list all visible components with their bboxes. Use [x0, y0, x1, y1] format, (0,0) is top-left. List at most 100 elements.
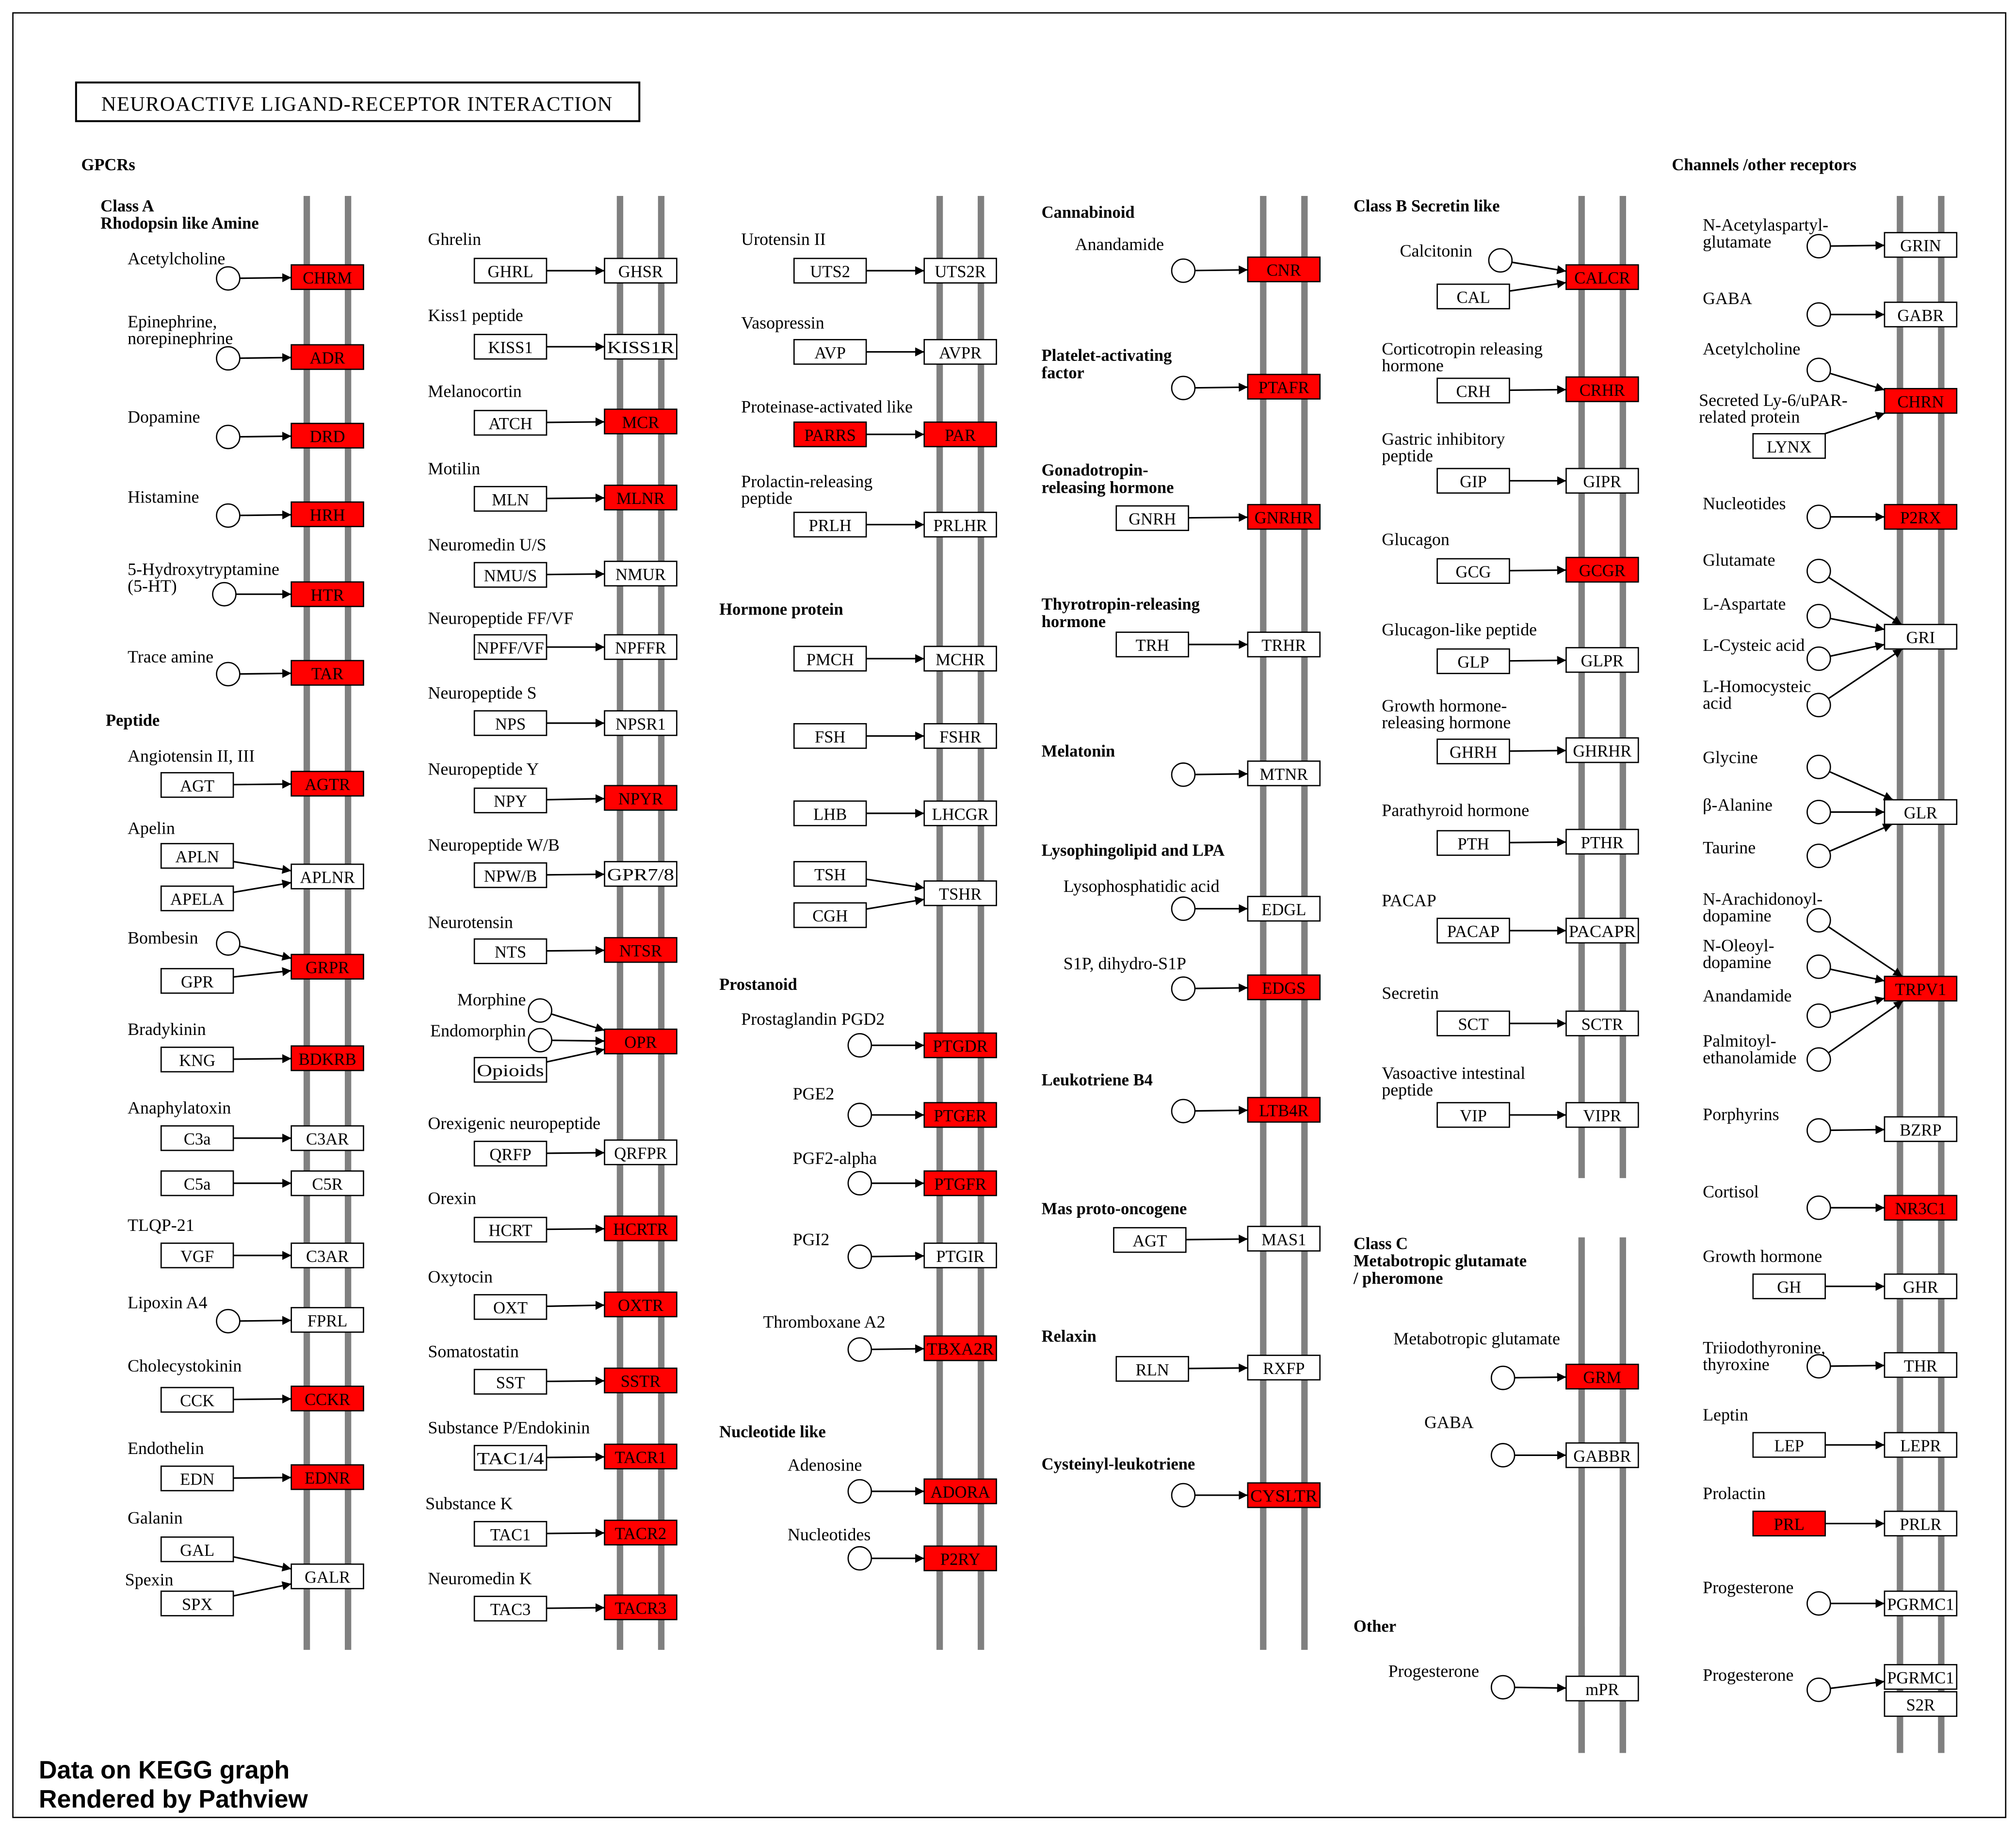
node-gpr[interactable]: GPR — [160, 968, 234, 994]
compound-circle-cor[interactable] — [1806, 1195, 1831, 1220]
node-avp[interactable]: AVP — [793, 339, 867, 365]
node-npffvf[interactable]: NPFF/VF — [473, 634, 548, 660]
node-glpr[interactable]: GLPR — [1565, 647, 1639, 673]
node-tac14[interactable]: TAC1/4 — [473, 1445, 548, 1471]
compound-circle-tra[interactable] — [216, 662, 241, 687]
node-chrn[interactable]: CHRN — [1884, 388, 1958, 414]
node-sstr[interactable]: SSTR — [604, 1367, 677, 1393]
node-tshr[interactable]: TSHR — [923, 880, 997, 906]
node-p2rx[interactable]: P2RX — [1884, 504, 1958, 530]
compound-circle-gaba5[interactable] — [1490, 1443, 1516, 1468]
node-cal[interactable]: CAL — [1436, 283, 1510, 309]
node-oxtr[interactable]: OXTR — [604, 1292, 677, 1318]
node-atch[interactable]: ATCH — [473, 410, 548, 436]
compound-circle-asp[interactable] — [1806, 604, 1831, 629]
node-prlr[interactable]: PRLR — [1884, 1510, 1958, 1536]
node-ghr[interactable]: GHR — [1884, 1273, 1958, 1299]
node-mlnr[interactable]: MLNR — [604, 485, 677, 511]
compound-circle-gly[interactable] — [1806, 755, 1831, 779]
node-vgf[interactable]: VGF — [160, 1243, 234, 1269]
node-mas1[interactable]: MAS1 — [1247, 1226, 1321, 1252]
node-fshr[interactable]: FSHR — [923, 723, 997, 749]
node-ntsr[interactable]: NTSR — [604, 937, 677, 963]
node-tacr3[interactable]: TACR3 — [604, 1594, 677, 1620]
node-gh[interactable]: GH — [1752, 1273, 1826, 1299]
node-mtnr[interactable]: MTNR — [1247, 760, 1321, 787]
node-tac3[interactable]: TAC3 — [473, 1596, 548, 1622]
node-glp[interactable]: GLP — [1436, 648, 1510, 674]
node-kiss1[interactable]: KISS1 — [473, 334, 548, 360]
node-cysltr[interactable]: CYSLTR — [1247, 1482, 1321, 1508]
node-ptger[interactable]: PTGER — [923, 1102, 997, 1128]
node-kng[interactable]: KNG — [160, 1047, 234, 1073]
compound-circle-tbx[interactable] — [847, 1337, 872, 1362]
node-pacapr[interactable]: PACAPR — [1565, 918, 1639, 944]
node-ltb4r[interactable]: LTB4R — [1247, 1097, 1321, 1123]
node-nr3c1[interactable]: NR3C1 — [1884, 1195, 1958, 1221]
node-pacap[interactable]: PACAP — [1436, 918, 1510, 944]
node-tacr1[interactable]: TACR1 — [604, 1443, 677, 1470]
node-hrh[interactable]: HRH — [290, 501, 364, 528]
compound-circle-mglu[interactable] — [1490, 1365, 1516, 1390]
node-rxfp[interactable]: RXFP — [1247, 1355, 1321, 1381]
node-ptafr[interactable]: PTAFR — [1247, 373, 1321, 400]
node-oxt[interactable]: OXT — [473, 1294, 548, 1320]
compound-circle-epi[interactable] — [216, 346, 241, 371]
compound-circle-s1p[interactable] — [1171, 976, 1196, 1001]
node-sctr[interactable]: SCTR — [1565, 1010, 1639, 1036]
node-edgl[interactable]: EDGL — [1247, 896, 1321, 922]
compound-circle-prog5[interactable] — [1490, 1675, 1516, 1700]
node-c5a[interactable]: C5a — [160, 1170, 234, 1196]
node-opioids[interactable]: Opioids — [473, 1057, 548, 1083]
node-edn[interactable]: EDN — [160, 1465, 234, 1491]
node-cgh[interactable]: CGH — [793, 902, 867, 928]
node-adr[interactable]: ADR — [290, 344, 364, 370]
node-nts[interactable]: NTS — [473, 938, 548, 964]
node-gabbr[interactable]: GABBR — [1565, 1442, 1639, 1469]
compound-circle-ade[interactable] — [847, 1479, 872, 1504]
node-trhr[interactable]: TRHR — [1247, 631, 1321, 658]
node-ptgfr[interactable]: PTGFR — [923, 1170, 997, 1196]
node-c3ar1[interactable]: C3AR — [290, 1125, 364, 1151]
compound-circle-prog1[interactable] — [1806, 1591, 1831, 1616]
compound-circle-pgd2[interactable] — [847, 1033, 872, 1058]
node-rln[interactable]: RLN — [1115, 1356, 1189, 1382]
compound-circle-mor[interactable] — [528, 998, 552, 1023]
node-parrs[interactable]: PARRS — [793, 421, 867, 448]
node-lhb[interactable]: LHB — [793, 800, 867, 826]
node-calcr[interactable]: CALCR — [1565, 264, 1639, 290]
node-gpr78[interactable]: GPR7/8 — [604, 861, 677, 887]
node-uts2r[interactable]: UTS2R — [923, 258, 997, 284]
compound-circle-ach[interactable] — [216, 266, 241, 291]
node-pth[interactable]: PTH — [1436, 830, 1510, 856]
node-ghrh[interactable]: GHRH — [1436, 738, 1510, 765]
node-trpv1[interactable]: TRPV1 — [1884, 975, 1958, 1002]
node-p2ry[interactable]: P2RY — [923, 1545, 997, 1571]
node-sst[interactable]: SST — [473, 1369, 548, 1395]
node-gabr[interactable]: GABR — [1884, 301, 1958, 328]
compound-circle-endo[interactable] — [528, 1028, 552, 1053]
compound-circle-ana6[interactable] — [1806, 1003, 1831, 1028]
node-thr[interactable]: THR — [1884, 1352, 1958, 1378]
node-gipr[interactable]: GIPR — [1565, 468, 1639, 494]
compound-circle-cys[interactable] — [1171, 1483, 1196, 1508]
node-cnr[interactable]: CNR — [1247, 256, 1321, 283]
node-lepr[interactable]: LEPR — [1884, 1432, 1958, 1458]
node-htr[interactable]: HTR — [290, 581, 364, 607]
node-ednr[interactable]: EDNR — [290, 1464, 364, 1490]
node-hcrt[interactable]: HCRT — [473, 1216, 548, 1243]
node-tbxa2r[interactable]: TBXA2R — [923, 1335, 997, 1361]
node-gip[interactable]: GIP — [1436, 468, 1510, 494]
node-chrm[interactable]: CHRM — [290, 264, 364, 290]
node-pthr[interactable]: PTHR — [1565, 828, 1639, 855]
node-lep[interactable]: LEP — [1752, 1432, 1826, 1458]
node-sct[interactable]: SCT — [1436, 1010, 1510, 1036]
node-c3ar2[interactable]: C3AR — [290, 1243, 364, 1269]
compound-circle-gaba6[interactable] — [1806, 302, 1831, 327]
node-ptgdr[interactable]: PTGDR — [923, 1032, 997, 1058]
compound-circle-pgf2[interactable] — [847, 1171, 872, 1196]
node-npy[interactable]: NPY — [473, 787, 548, 814]
node-bdkrb[interactable]: BDKRB — [290, 1045, 364, 1071]
compound-circle-por[interactable] — [1806, 1118, 1831, 1143]
node-pgrmc1b[interactable]: PGRMC1 — [1884, 1664, 1958, 1690]
